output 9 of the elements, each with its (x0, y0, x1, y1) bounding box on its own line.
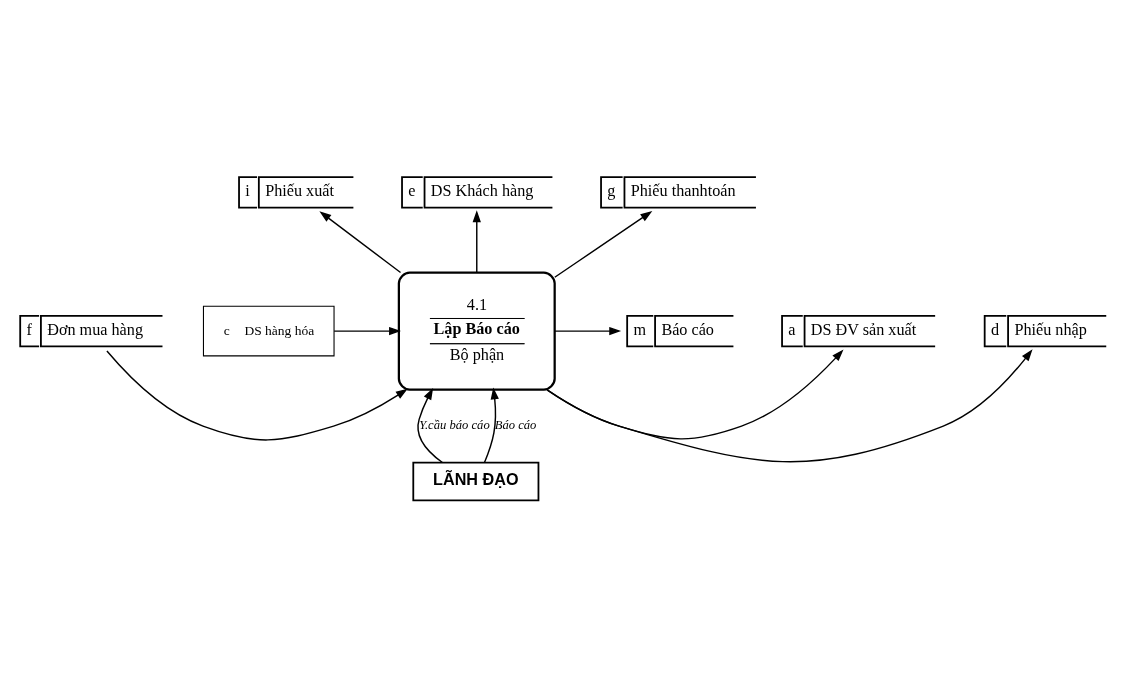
node-text: m Báo cáo (633, 321, 714, 340)
node-text: f Đơn mua hàng (26, 321, 143, 340)
node-text: d Phiếu nhập (990, 321, 1087, 340)
node-text: i Phiếu xuất (245, 182, 334, 201)
node-text: a DS ĐV sản xuất (788, 321, 917, 340)
edge-label: Y.cầu báo cáo (419, 417, 490, 432)
node-text: e DS Khách hàng (408, 182, 534, 201)
node-text: g Phiếu thanhtoán (607, 182, 736, 201)
edge-label: Báo cáo (494, 417, 537, 432)
